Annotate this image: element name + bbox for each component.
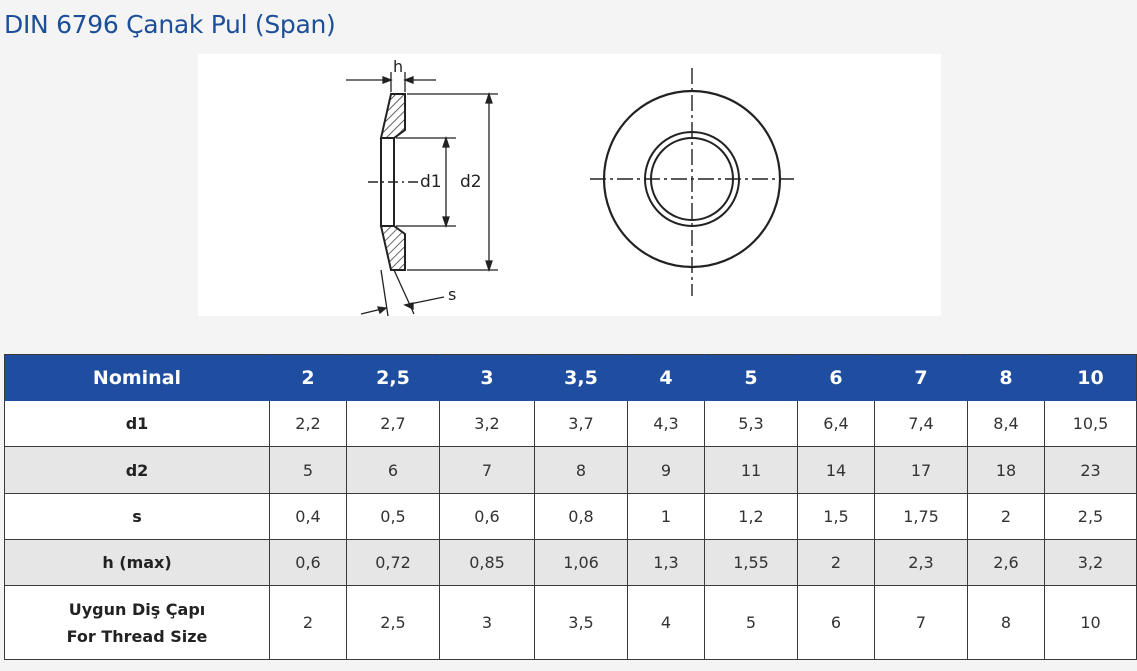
header-cell: 7 [874,354,968,401]
table-cell: 0,72 [346,539,440,587]
table-cell: 5,3 [704,399,798,448]
dimension-s [360,269,445,316]
header-cell: 8 [967,354,1045,401]
label-h: h [393,57,403,76]
table-cell: 2,5 [346,585,440,660]
table-cell: 1,06 [534,539,628,587]
table-cell: 0,6 [439,492,535,541]
table-cell: 6 [346,446,440,494]
label-s: s [448,285,456,304]
table-cell: 9 [627,446,705,494]
dimension-table: Nominal 2 2,5 3 3,5 4 5 6 7 8 10 d1 2,2 … [4,354,1137,660]
header-row: Nominal 2 2,5 3 3,5 4 5 6 7 8 10 [4,354,1137,401]
table-cell: 2 [269,585,347,660]
table-cell: 0,6 [269,539,347,587]
table-cell: 8,4 [967,399,1045,448]
table-row-h-max: h (max) 0,6 0,72 0,85 1,06 1,3 1,55 2 2,… [4,539,1137,587]
table-cell: 5 [704,585,798,660]
row-label: d1 [4,399,270,448]
table-cell: 14 [797,446,875,494]
header-cell: 6 [797,354,875,401]
table-row-d1: d1 2,2 2,7 3,2 3,7 4,3 5,3 6,4 7,4 8,4 1… [4,399,1137,448]
dimension-h [346,72,436,92]
row-label: d2 [4,446,270,494]
header-cell: 10 [1044,354,1137,401]
table-cell: 1,5 [797,492,875,541]
table-cell: 2,6 [967,539,1045,587]
row-label: Uygun Diş Çapı For Thread Size [4,585,270,660]
table-cell: 7 [439,446,535,494]
table-row-s: s 0,4 0,5 0,6 0,8 1 1,2 1,5 1,75 2 2,5 [4,492,1137,541]
header-cell: 2 [269,354,347,401]
table-cell: 3,7 [534,399,628,448]
row-label-tr: Uygun Diş Çapı [68,599,206,619]
table-cell: 1 [627,492,705,541]
table-row-thread-size: Uygun Diş Çapı For Thread Size 2 2,5 3 3… [4,585,1137,660]
table-cell: 3,5 [534,585,628,660]
table-cell: 2,5 [1044,492,1137,541]
table-cell: 1,55 [704,539,798,587]
table-cell: 4,3 [627,399,705,448]
table-cell: 18 [967,446,1045,494]
table-cell: 0,5 [346,492,440,541]
table-cell: 4 [627,585,705,660]
table-cell: 23 [1044,446,1137,494]
header-cell: 3 [439,354,535,401]
table-cell: 8 [534,446,628,494]
side-view [368,93,420,271]
upper-section [379,93,406,139]
header-cell: 4 [627,354,705,401]
table-cell: 7 [874,585,968,660]
row-label-en: For Thread Size [66,626,208,646]
label-d1: d1 [420,172,442,192]
row-label: h (max) [4,539,270,587]
dimension-d1 [396,135,456,229]
front-view [590,68,794,296]
table-cell: 2,3 [874,539,968,587]
table-cell: 3,2 [1044,539,1137,587]
header-nominal: Nominal [4,354,270,401]
table-cell: 2,2 [269,399,347,448]
table-cell: 5 [269,446,347,494]
table-cell: 3 [439,585,535,660]
table-cell: 2 [967,492,1045,541]
table-cell: 0,85 [439,539,535,587]
table-cell: 10,5 [1044,399,1137,448]
table-cell: 11 [704,446,798,494]
row-label: s [4,492,270,541]
table-cell: 2 [797,539,875,587]
table-cell: 6 [797,585,875,660]
table-cell: 10 [1044,585,1137,660]
washer-technical-drawing: h d1 d2 s [198,54,941,316]
table-cell: 1,75 [874,492,968,541]
header-cell: 2,5 [346,354,440,401]
table-cell: 3,2 [439,399,535,448]
header-cell: 3,5 [534,354,628,401]
table-cell: 17 [874,446,968,494]
lower-section [379,225,406,271]
table-cell: 8 [967,585,1045,660]
table-cell: 2,7 [346,399,440,448]
dimension-d2 [407,91,498,273]
page-title: DIN 6796 Çanak Pul (Span) [4,10,336,39]
table-cell: 0,4 [269,492,347,541]
table-cell: 1,2 [704,492,798,541]
table-row-d2: d2 5 6 7 8 9 11 14 17 18 23 [4,446,1137,494]
table-cell: 0,8 [534,492,628,541]
table-cell: 7,4 [874,399,968,448]
header-cell: 5 [704,354,798,401]
table-cell: 6,4 [797,399,875,448]
label-d2: d2 [460,172,482,192]
table-cell: 1,3 [627,539,705,587]
